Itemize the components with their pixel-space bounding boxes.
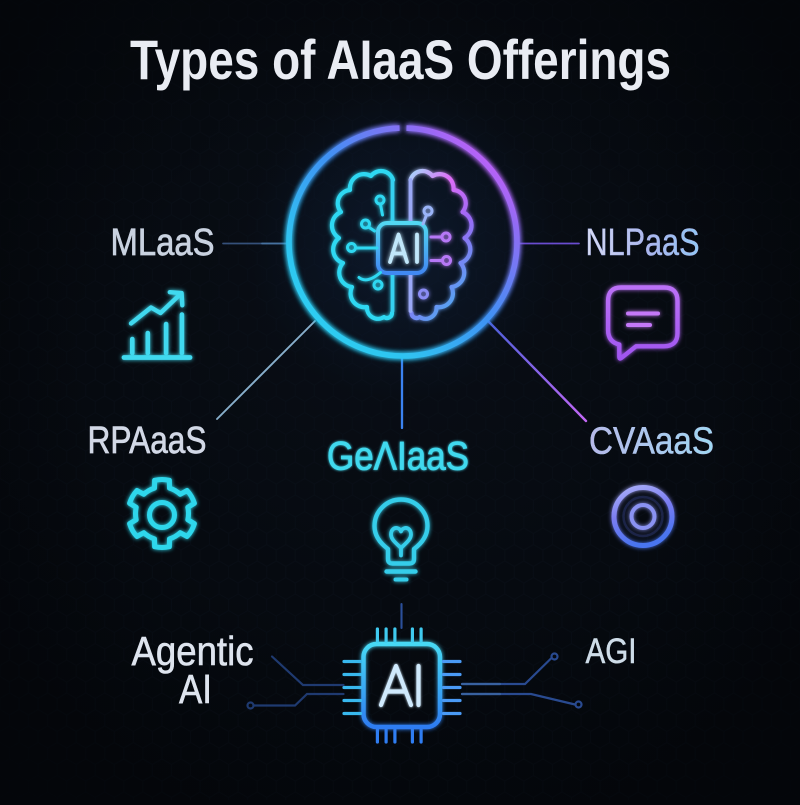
svg-text:CVAaaS: CVAaaS: [589, 421, 714, 463]
svg-text:AGI: AGI: [586, 632, 637, 671]
svg-text:AI: AI: [179, 666, 212, 712]
svg-text:Types of AIaaS Offerings: Types of AIaaS Offerings: [130, 28, 671, 91]
svg-text:Agentic: Agentic: [132, 628, 254, 674]
svg-text:GeΛIaaS: GeΛIaaS: [327, 435, 469, 479]
svg-text:RPAaaS: RPAaaS: [88, 420, 207, 462]
svg-text:MLaaS: MLaaS: [111, 222, 215, 264]
svg-text:NLPaaS: NLPaaS: [586, 222, 700, 264]
